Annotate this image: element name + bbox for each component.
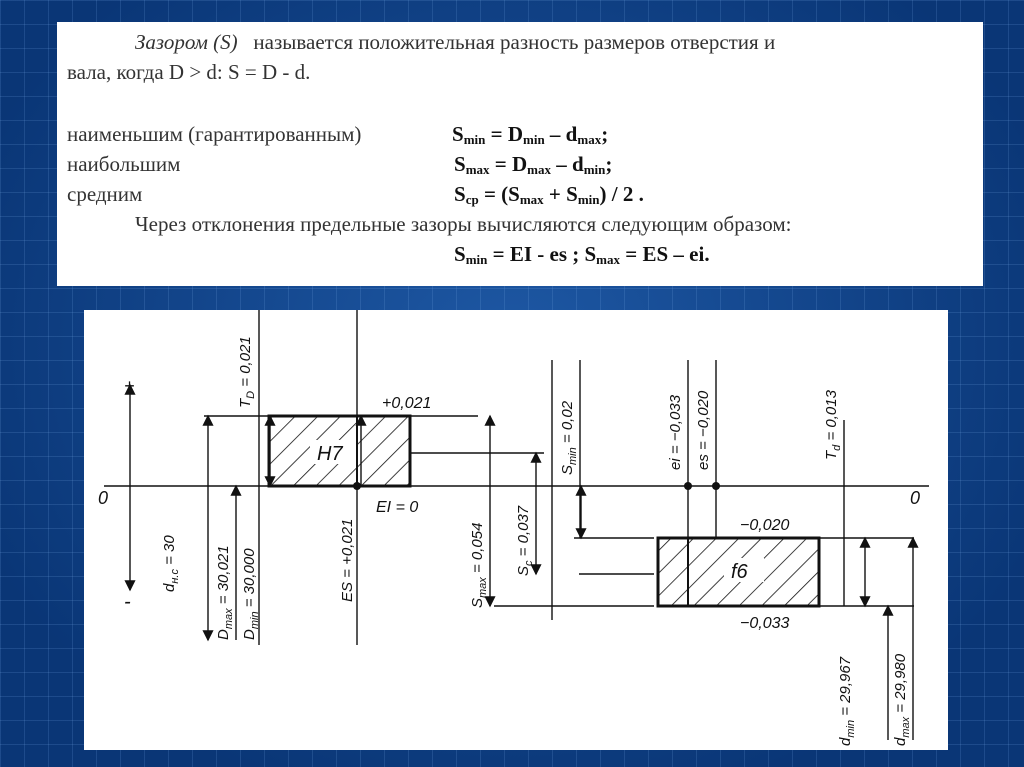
h7-label: H7 — [317, 443, 343, 465]
definition-text: называется положительная разность размер… — [253, 30, 776, 54]
max-clearance-label: наибольшим — [67, 152, 181, 176]
smax-label: Smax = 0,054 — [469, 523, 489, 608]
definition-line-1: Зазором (S) называется положительная раз… — [135, 30, 775, 55]
es-shaft-label: es = −0,020 — [695, 390, 712, 470]
savg-label: Sc = 0,037 — [515, 505, 535, 576]
nominal-size-label: dн.с = 30 — [161, 535, 181, 592]
ei-shaft-label: ei = −0,033 — [667, 394, 684, 470]
tolerance-diagram: H7 f6 + - 0 0 +0,021 EI = 0 −0,020 −0,03… — [98, 310, 929, 746]
dmin-hole-label: Dmin = 30,000 — [241, 548, 261, 640]
shaft-tolerance-label: Td = 0,013 — [823, 389, 843, 460]
zero-left-label: 0 — [98, 488, 108, 508]
shaft-lower-deviation: −0,033 — [740, 615, 789, 632]
dmax-hole-label: Dmax = 30,021 — [215, 545, 235, 640]
definition-panel: Зазором (S) называется положительная раз… — [57, 22, 983, 286]
definition-line-2: вала, когда D > d: S = D - d. — [67, 60, 311, 84]
dmin-shaft-label: dmin = 29,967 — [837, 656, 857, 746]
dmax-shaft-label: dmax = 29,980 — [892, 653, 912, 746]
term-clearance: Зазором (S) — [135, 30, 238, 54]
min-clearance-label: наименьшим (гарантированным) — [67, 122, 362, 146]
ei-zero-label: EI = 0 — [376, 499, 418, 516]
formula-deviations: Smin = EI - es ; Smax = ES – ei. — [454, 242, 710, 267]
hole-tolerance-label: TD = 0,021 — [237, 336, 257, 408]
minus-sign: - — [124, 591, 131, 613]
avg-clearance-label: средним — [67, 182, 143, 206]
tolerance-diagram-panel: H7 f6 + - 0 0 +0,021 EI = 0 −0,020 −0,03… — [84, 310, 948, 750]
deviation-sentence: Через отклонения предельные зазоры вычис… — [135, 212, 792, 236]
shaft-upper-deviation: −0,020 — [740, 517, 789, 534]
formula-smin: Smin = Dmin – dmax; — [452, 122, 609, 147]
formula-smax: Smax = Dmax – dmin; — [454, 152, 613, 177]
f6-label: f6 — [731, 561, 749, 583]
es-hole-label: ES = +0,021 — [339, 519, 356, 602]
zero-right-label: 0 — [910, 488, 920, 508]
smin-label: Smin = 0,02 — [559, 400, 579, 475]
plus-sign: + — [124, 376, 135, 396]
hole-upper-deviation: +0,021 — [382, 395, 431, 412]
formula-savg: Scp = (Smax + Smin) / 2 . — [454, 182, 644, 207]
